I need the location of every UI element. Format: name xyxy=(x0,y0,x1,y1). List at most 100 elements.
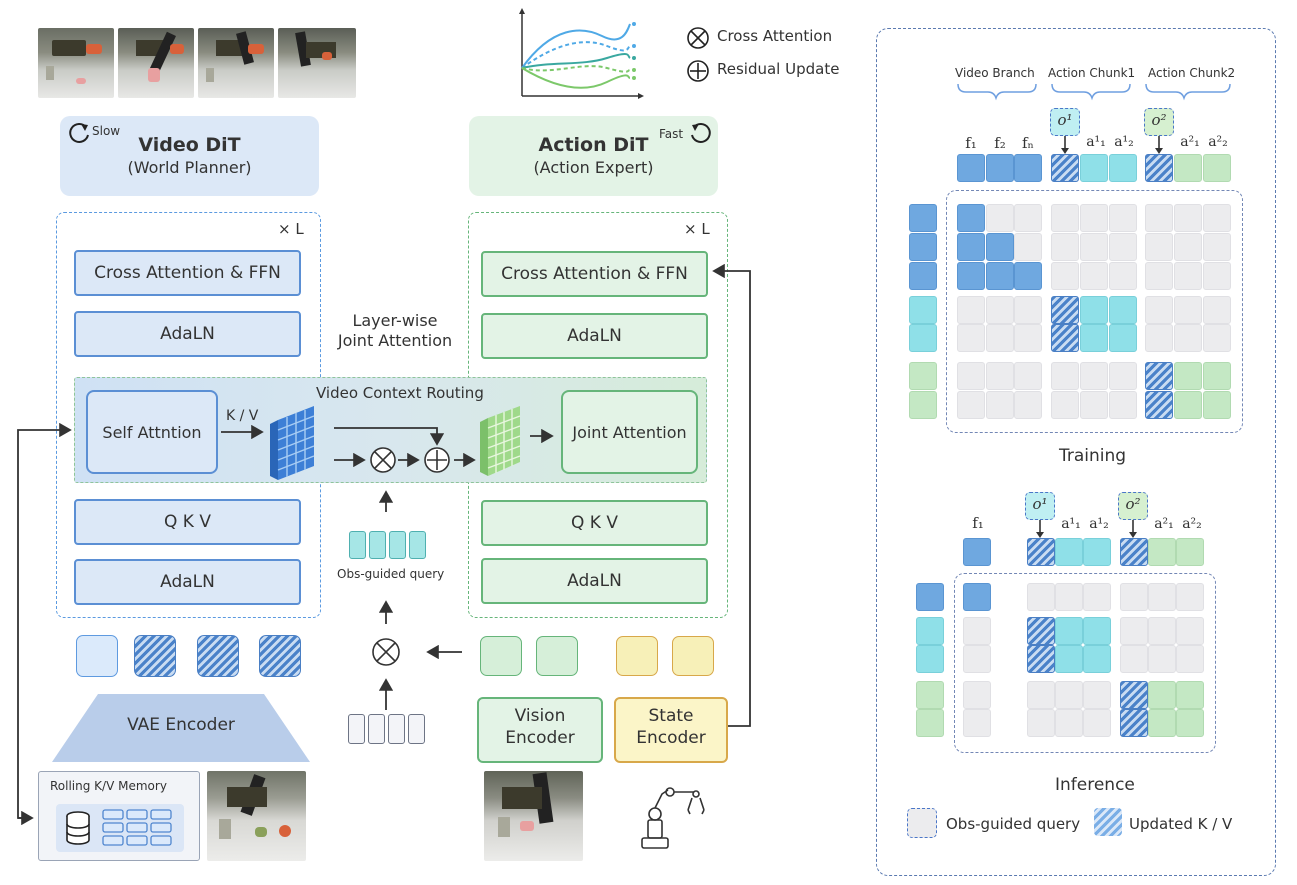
vae-encoder-shape xyxy=(52,694,310,762)
noise-query-tokens xyxy=(348,714,426,746)
infer-mask-cell xyxy=(1148,617,1176,645)
vision-token xyxy=(480,636,522,676)
infer-mask-cell xyxy=(1027,583,1055,611)
train-mask-cell xyxy=(986,391,1014,419)
kv-label: K / V xyxy=(226,408,259,424)
infer-mask-cell xyxy=(963,583,991,611)
state-encoder-line2: Encoder xyxy=(636,728,706,748)
train-token-label: f₂ xyxy=(994,134,1006,152)
infer-row-token xyxy=(916,709,944,737)
infer-mask-cell xyxy=(1176,709,1204,737)
query-token-o2 xyxy=(1144,108,1174,136)
infer-column-token xyxy=(1083,538,1111,566)
infer-token-label: a¹₂ xyxy=(1089,516,1109,532)
train-token-label: a²₁ xyxy=(1180,134,1200,150)
train-mask-cell xyxy=(1080,391,1108,419)
train-mask-cell xyxy=(1014,296,1042,324)
infer-mask-cell xyxy=(1176,645,1204,673)
action-repeat-label: × L xyxy=(684,220,710,238)
state-encoder-box xyxy=(614,697,728,763)
train-mask-cell xyxy=(1174,262,1202,290)
query-arrows-inference xyxy=(1036,520,1137,538)
train-row-token xyxy=(909,262,937,290)
train-mask-cell xyxy=(1203,262,1231,290)
infer-row-token xyxy=(916,617,944,645)
infer-column-token xyxy=(1176,538,1204,566)
action-kv-cube-icon xyxy=(480,406,521,476)
joint-attention-box: Joint Attention xyxy=(561,390,698,474)
train-mask-cell xyxy=(957,391,985,419)
infer-column-token xyxy=(1027,538,1055,566)
train-mask-cell xyxy=(1145,324,1173,352)
train-mask-cell xyxy=(1051,204,1079,232)
legend-updated-swatch xyxy=(1094,808,1122,836)
state-token xyxy=(616,636,658,676)
query-label-o2: o² xyxy=(1151,111,1167,129)
train-column-token xyxy=(1203,154,1231,182)
infer-mask-cell xyxy=(1027,681,1055,709)
query-label-o1-inference: o¹ xyxy=(1032,495,1048,513)
train-mask-cell xyxy=(957,324,985,352)
train-mask-cell xyxy=(1014,233,1042,261)
train-mask-cell xyxy=(1145,204,1173,232)
video-qkv: Q K V xyxy=(74,499,301,545)
infer-mask-cell xyxy=(1148,583,1176,611)
train-mask-cell xyxy=(986,233,1014,261)
video-kv-cube-icon xyxy=(270,406,315,480)
vae-encoder-label: VAE Encoder xyxy=(127,715,235,735)
train-token-label: a¹₂ xyxy=(1114,134,1134,150)
train-mask-cell xyxy=(1109,204,1137,232)
train-row-token xyxy=(909,362,937,390)
query-token-o1-inference xyxy=(1025,492,1055,520)
infer-mask-cell xyxy=(1055,645,1083,673)
video-context-routing-label: Video Context Routing xyxy=(316,384,484,402)
train-mask-cell xyxy=(1051,324,1079,352)
video-noisy-token xyxy=(259,635,301,677)
infer-token-label: f₁ xyxy=(972,514,984,532)
video-noisy-token xyxy=(134,635,176,677)
action-adaln-top: AdaLN xyxy=(481,313,708,359)
train-mask-cell xyxy=(1051,233,1079,261)
action-dit-title: Action DiT xyxy=(538,134,649,156)
infer-mask-cell xyxy=(963,709,991,737)
top-frame-2 xyxy=(118,28,194,98)
video-dit-header xyxy=(60,116,319,196)
train-mask-cell xyxy=(1080,362,1108,390)
train-column-token xyxy=(1109,154,1137,182)
train-row-token xyxy=(909,233,937,261)
infer-token-label: a²₁ xyxy=(1154,516,1174,532)
slow-label: Slow xyxy=(92,124,121,138)
train-column-token xyxy=(1080,154,1108,182)
train-token-label: a²₂ xyxy=(1208,134,1228,150)
train-mask-cell xyxy=(1051,391,1079,419)
infer-mask-cell xyxy=(1055,583,1083,611)
legend-updated-text: Updated K / V xyxy=(1129,815,1233,833)
infer-mask-cell xyxy=(1148,709,1176,737)
attention-mask-panel xyxy=(876,28,1276,876)
train-column-token xyxy=(1174,154,1202,182)
infer-row-token xyxy=(916,645,944,673)
train-token-label: fₙ xyxy=(1021,134,1035,152)
top-frame-4 xyxy=(278,28,356,98)
memory-frame-photo xyxy=(207,771,306,861)
robot-arm-icon xyxy=(641,787,705,849)
infer-mask-cell xyxy=(1083,617,1111,645)
train-mask-cell xyxy=(1174,362,1202,390)
train-row-token xyxy=(909,296,937,324)
infer-mask-cell xyxy=(1148,645,1176,673)
state-encoder-line1: State xyxy=(648,706,694,726)
video-adaln-top: AdaLN xyxy=(74,311,301,357)
train-mask-cell xyxy=(1014,391,1042,419)
observation-photo xyxy=(484,771,583,861)
train-mask-cell xyxy=(986,204,1014,232)
train-mask-cell xyxy=(957,233,985,261)
header-video-branch: Video Branch xyxy=(955,66,1035,80)
train-mask-cell xyxy=(1203,204,1231,232)
infer-mask-cell xyxy=(1055,709,1083,737)
train-mask-cell xyxy=(1080,324,1108,352)
train-mask-cell xyxy=(986,262,1014,290)
train-token-label: f₁ xyxy=(965,134,977,152)
train-mask-cell xyxy=(957,204,985,232)
train-row-token xyxy=(909,324,937,352)
